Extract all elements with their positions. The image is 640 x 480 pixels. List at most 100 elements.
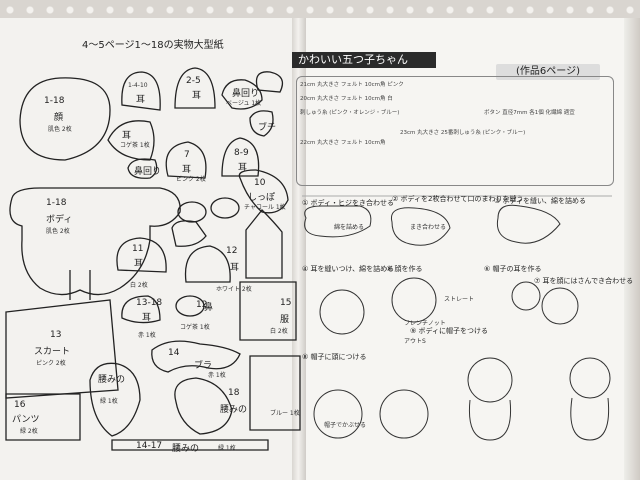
piece-num: 16 — [14, 400, 26, 410]
piece-num: 15 — [280, 298, 292, 308]
piece-cut: 緑 2枚 — [20, 428, 38, 435]
piece-name: 顔 — [54, 113, 64, 123]
instruction-step: ⑦ 耳を顔にはさんでき合わせる — [534, 277, 634, 285]
piece-cut: チャコール 1枚 — [244, 204, 286, 211]
instruction-step: ⑤ 顔を作る — [386, 265, 423, 273]
left-page-title: 4～5ページ1～18の実物大型紙 — [82, 40, 224, 51]
material-line: 22cm 丸大きさ フェルト 10cm角 — [300, 140, 386, 146]
pattern-tail — [238, 169, 289, 214]
illus-doll-2-body — [570, 397, 610, 441]
illus-head-9a — [379, 389, 429, 439]
instruction-step: ⑨ ボディに帽子をつける — [410, 327, 489, 335]
material-line: 21cm 丸大きさ フェルト 10cm角 ピンク — [300, 82, 404, 88]
piece-num: 10 — [254, 178, 266, 188]
illus-head-8 — [313, 389, 363, 439]
piece-cut: ピンク 2枚 — [36, 360, 66, 367]
pattern-piece — [171, 220, 207, 247]
piece-num: 14-17 — [136, 441, 163, 451]
pattern-strip — [111, 439, 269, 451]
piece-cut: 肌色 2枚 — [46, 228, 70, 235]
pattern-ear-12 — [184, 245, 231, 283]
piece-cut: ホワイト 2枚 — [216, 286, 252, 293]
pattern-ear-7 — [165, 141, 207, 179]
piece-name: 鼻回り — [232, 89, 260, 99]
pattern-skirt — [5, 299, 119, 399]
piece-cut: 緑 1枚 — [218, 445, 236, 452]
page-edge — [624, 18, 640, 480]
pattern-oval-2 — [210, 197, 240, 219]
piece-cut: ブルー 1枚 — [270, 410, 300, 417]
right-page-title: かわいい五つ子ちゃん — [292, 52, 436, 68]
illus-step2 — [390, 207, 451, 246]
piece-name: 耳 — [230, 263, 240, 273]
piece-num: 8-9 — [234, 148, 249, 158]
pattern-pants — [5, 393, 81, 441]
materials-box — [296, 76, 614, 186]
illus-head-7 — [541, 287, 579, 325]
instruction-step: ② ボディを2枚合わせて口のまわりを縫う — [392, 195, 524, 203]
pattern-clothes — [239, 281, 297, 341]
pattern-ear-89 — [221, 137, 260, 177]
piece-name: 鼻回り — [134, 167, 162, 177]
piece-cut: 緑 1枚 — [100, 398, 118, 405]
pattern-ear-2 — [174, 67, 216, 109]
illus-step1 — [304, 205, 372, 238]
piece-name: ブチ — [258, 123, 277, 133]
pattern-bra — [151, 340, 241, 373]
piece-cut: ピンク 2枚 — [176, 176, 206, 183]
illus-label: フレンチノット — [404, 320, 446, 327]
material-line: ボタン 直径7mm 各1個 化繊綿 適宜 — [484, 110, 575, 116]
material-line: 20cm 丸大きさ フェルト 10cm角 白 — [300, 96, 393, 102]
piece-name: 耳 — [122, 131, 132, 141]
illus-label: 綿を詰める — [334, 224, 365, 231]
instruction-step: ① ボディ・ヒジをき合わせる — [302, 199, 395, 207]
right-page — [300, 18, 630, 480]
illus-head-5 — [391, 277, 437, 323]
piece-name: しっぽ — [248, 193, 276, 203]
illus-label: まき合わせる — [410, 224, 447, 231]
piece-name: 耳 — [238, 163, 248, 173]
pattern-ear-6 — [107, 120, 155, 161]
piece-num: 13 — [50, 330, 62, 340]
pattern-koshimino-17 — [174, 377, 233, 435]
material-line: 刺しゅう糸 (ピンク・オレンジ・ブルー) — [300, 110, 400, 116]
piece-name: パンツ — [12, 415, 40, 425]
piece-name: 腰みの — [220, 405, 248, 415]
piece-name: 腰みの — [98, 375, 126, 385]
pattern-nose-4 — [221, 79, 263, 110]
pattern-koshimino-left — [89, 362, 141, 437]
piece-num: 2-5 — [186, 76, 201, 86]
instruction-step: ④ 耳を縫いつけ、綿を詰める — [302, 265, 395, 273]
piece-num: 7 — [184, 150, 190, 160]
piece-num: 12 — [196, 300, 208, 310]
piece-cut: 白 2枚 — [270, 328, 288, 335]
instruction-step: ③ ボディを縫い、綿を詰める — [494, 197, 587, 205]
illus-label: 帽子でかぶせる — [324, 422, 367, 429]
illus-doll-1 — [467, 357, 513, 403]
piece-name: スカート — [34, 347, 71, 357]
piece-cut: コゲ茶 1枚 — [120, 142, 150, 149]
piece-num: 11 — [132, 244, 144, 254]
piece-cut: 肌色 2枚 — [48, 126, 72, 133]
pattern-ear-1318 — [121, 295, 161, 324]
book-gutter — [292, 18, 306, 480]
pattern-face — [19, 77, 111, 161]
piece-name: 耳 — [182, 165, 192, 175]
instruction-step: ⑧ 帽子に頭につける — [302, 353, 367, 361]
illus-label: ストレート — [444, 296, 475, 303]
piece-num: 12 — [226, 246, 238, 256]
piece-name: ボディ — [46, 215, 73, 225]
pattern-body-legs — [69, 270, 91, 300]
illus-label: アウトS — [404, 338, 426, 345]
piece-cut: 赤 1枚 — [138, 332, 156, 339]
illus-head-4 — [319, 289, 365, 335]
pattern-koshimino-18 — [249, 355, 301, 431]
piece-cut: 赤 1枚 — [208, 372, 226, 379]
piece-num: 14 — [168, 348, 180, 358]
piece-cut: ベージュ 1枚 — [226, 100, 262, 107]
piece-name: 耳 — [136, 95, 146, 105]
instruction-step: ⑥ 帽子の耳を作る — [484, 265, 542, 273]
pattern-body — [9, 187, 181, 296]
pattern-ear-11 — [116, 237, 167, 273]
